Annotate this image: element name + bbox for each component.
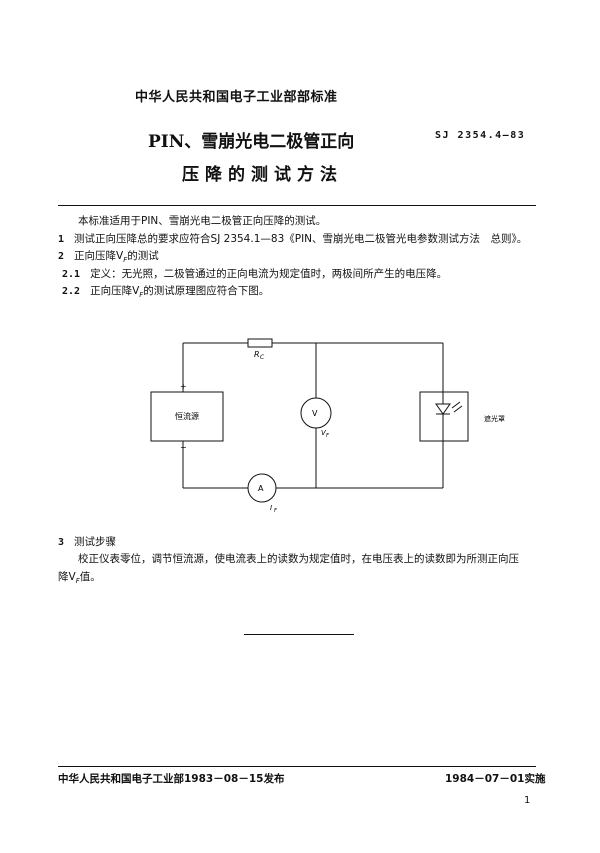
standard-code: SJ 2354.4—83 xyxy=(435,130,526,141)
intro-paragraph: 本标准适用于PIN、雪崩光电二极管正向压降的测试。 xyxy=(78,215,327,227)
section-2-1-text: 定义：无光照，二极管通过的正向电流为规定值时，两极间所产生的电压降。 xyxy=(90,268,448,280)
section-2-2: 2.2 正向压降VF的测试原理图应符合下图。 xyxy=(62,283,269,299)
footer-issued: 中华人民共和国电子工业部1983－08－15发布 xyxy=(58,773,285,785)
footer-effective: 1984－07－01实施 xyxy=(445,773,546,785)
section-3-line2-subscript: F xyxy=(75,577,80,586)
ministry-heading: 中华人民共和国电子工业部部标准 xyxy=(135,90,338,105)
section-2-text: 正向压降V xyxy=(74,250,124,262)
if-label-subscript: F xyxy=(274,508,277,514)
title-line-2: 压降的测试方法 xyxy=(182,165,343,185)
ammeter-symbol xyxy=(247,473,277,503)
section-3-paragraph-line1: 校正仪表零位，调节恒流源，使电流表上的读数为规定值时，在电压表上的读数即为所测正… xyxy=(78,553,519,565)
if-label: I xyxy=(270,504,272,512)
light-shield-label: 遮光罩 xyxy=(484,414,505,423)
section-2-1-number: 2.1 xyxy=(62,269,81,280)
title-line-1: PIN、雪崩光电二极管正向 xyxy=(148,132,355,152)
voltmeter-symbol xyxy=(300,397,332,429)
section-2: 2 正向压降VF的测试 xyxy=(58,248,159,264)
section-3-line2-b: 值。 xyxy=(79,571,101,583)
resistor-label-subscript: C xyxy=(260,354,265,361)
header-divider xyxy=(58,205,536,206)
section-2-2-subscript: F xyxy=(139,291,144,300)
section-2-2-number: 2.2 xyxy=(62,286,81,297)
section-1-number: 1 xyxy=(58,234,65,245)
current-source-box xyxy=(150,391,224,442)
resistor-label: R xyxy=(254,350,260,359)
diode-icon xyxy=(435,392,463,441)
minus-terminal: − xyxy=(180,443,187,452)
section-1: 1 测试正向压降总的要求应符合SJ 2354.1—83《PIN、雪崩光电二极管光… xyxy=(58,231,527,246)
section-3-number: 3 xyxy=(58,537,65,548)
section-2-number: 2 xyxy=(58,251,65,262)
resistor-symbol xyxy=(247,338,273,348)
end-rule xyxy=(244,634,354,635)
ammeter-letter: A xyxy=(258,484,264,493)
section-2-tail: 的测试 xyxy=(127,250,159,262)
voltmeter-letter: V xyxy=(312,409,318,418)
vf-label: V xyxy=(321,429,327,437)
section-2-2-text: 正向压降V xyxy=(90,285,140,297)
section-2-2-tail: 的测试原理图应符合下图。 xyxy=(143,285,270,297)
light-shield-box xyxy=(419,391,469,442)
section-1-text: 测试正向压降总的要求应符合SJ 2354.1—83《PIN、雪崩光电二极管光电参… xyxy=(74,233,528,245)
section-3: 3 测试步骤 xyxy=(58,534,116,549)
section-3-heading: 测试步骤 xyxy=(74,536,117,548)
footer-divider xyxy=(58,766,536,767)
current-source-label: 恒流源 xyxy=(175,411,199,421)
page-number: 1 xyxy=(524,795,531,806)
section-2-1: 2.1 定义：无光照，二极管通过的正向电流为规定值时，两极间所产生的电压降。 xyxy=(62,266,447,281)
section-3-line2-a: 降V xyxy=(58,571,76,583)
section-3-paragraph-line2: 降VF值。 xyxy=(58,569,101,585)
section-2-subscript: F xyxy=(123,256,128,265)
vf-label-subscript: F xyxy=(326,433,329,439)
plus-terminal: + xyxy=(180,382,187,391)
